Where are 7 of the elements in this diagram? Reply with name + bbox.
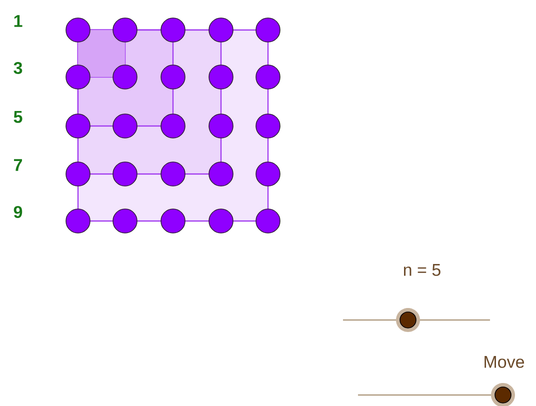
slider-label: Move bbox=[484, 356, 524, 368]
row-number: 3 bbox=[14, 62, 22, 74]
row-number: 1 bbox=[14, 15, 22, 27]
row-number: 7 bbox=[14, 159, 22, 171]
slider-label: n = 5 bbox=[404, 264, 440, 276]
row-number: 9 bbox=[14, 206, 22, 218]
row-number: 5 bbox=[14, 111, 22, 123]
